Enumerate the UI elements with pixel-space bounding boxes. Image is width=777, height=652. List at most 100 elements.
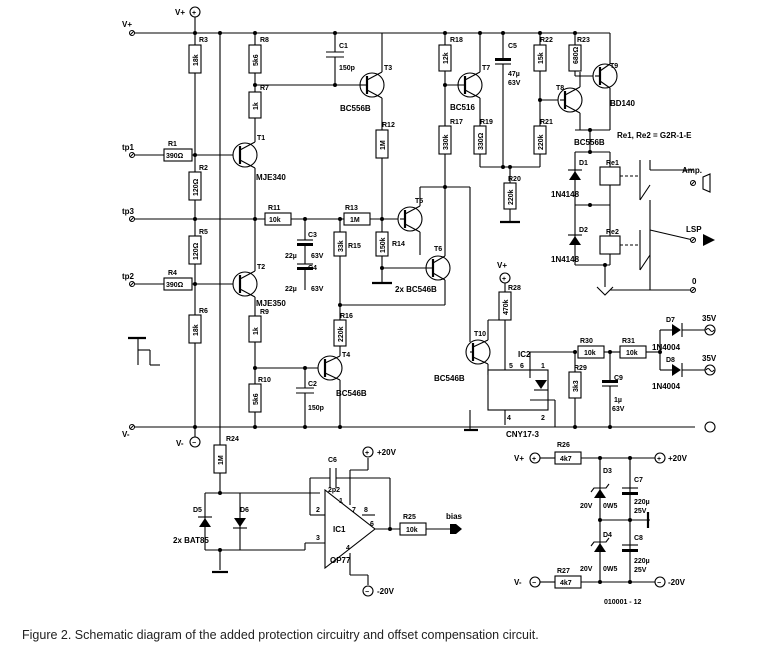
label-r9: R9: [260, 309, 269, 316]
label-vplus-r28: V+: [497, 261, 507, 270]
label-c9-v: 63V: [612, 406, 625, 413]
label-r15: R15: [348, 243, 361, 250]
svg-text:220k: 220k: [538, 134, 545, 150]
label-r19: R19: [480, 119, 493, 126]
svg-text:18k: 18k: [193, 324, 200, 336]
svg-text:4k7: 4k7: [560, 456, 572, 463]
svg-text:−: −: [532, 580, 536, 587]
svg-text:4k7: 4k7: [560, 580, 572, 587]
label-2x-bc546b: 2x BC546B: [395, 285, 437, 294]
label-r26: R26: [557, 442, 570, 449]
label-1n4148-d2: 1N4148: [551, 255, 580, 264]
label-d4: D4: [603, 532, 612, 539]
label-r16: R16: [340, 313, 353, 320]
label-c3-val: 22µ: [285, 253, 297, 260]
label-vplus-top: V+: [175, 8, 185, 17]
label-r29: R29: [574, 365, 587, 372]
label-r4: R4: [168, 270, 177, 277]
svg-text:−: −: [365, 589, 369, 596]
label-c2-val: 150p: [308, 405, 324, 412]
label-r23: R23: [577, 37, 590, 44]
label-r28: R28: [508, 285, 521, 292]
label-vminus-bottom: V-: [514, 578, 522, 587]
label-d8: D8: [666, 357, 675, 364]
label-r11: R11: [268, 205, 281, 212]
svg-text:10k: 10k: [269, 217, 281, 224]
label-tp2: tp2: [122, 272, 135, 281]
label-tp1: tp1: [122, 143, 135, 152]
label-2x-bat85: 2x BAT85: [173, 536, 209, 545]
label-c5-v: 63V: [508, 80, 521, 87]
label-r24: R24: [226, 436, 239, 443]
label-ic1: IC1: [333, 525, 346, 534]
label-c3: C3: [308, 232, 317, 239]
label-t7: T7: [482, 65, 490, 72]
label-ic1-pin7: 7: [352, 507, 356, 514]
label-c1-val: 150p: [339, 65, 355, 72]
label-ic1-pin2: 2: [316, 507, 320, 514]
label-r12: R12: [382, 122, 395, 129]
label-d4-p: 0W5: [603, 566, 618, 573]
figure-caption: Figure 2. Schematic diagram of the added…: [22, 628, 539, 642]
svg-text:1k: 1k: [253, 327, 260, 335]
label-mje350: MJE350: [256, 299, 286, 308]
label-c7-v: 25V: [634, 508, 647, 515]
label-c4-v: 63V: [311, 286, 324, 293]
label-r30: R30: [580, 338, 593, 345]
label-lsp: LSP: [686, 225, 702, 234]
svg-text:680Ω: 680Ω: [573, 46, 580, 64]
label-relay-spec: Re1, Re2 = G2R-1-E: [617, 131, 692, 140]
svg-text:+: +: [532, 456, 536, 463]
label-c9: C9: [614, 375, 623, 382]
label-bd140: BD140: [610, 99, 635, 108]
label-35v-bot: 35V: [702, 354, 717, 363]
label-op77: OP77: [330, 556, 351, 565]
label-c1: C1: [339, 43, 348, 50]
label-ic2: IC2: [518, 350, 531, 359]
label-p20-ic1: +20V: [377, 448, 397, 457]
label-ic1-pin3: 3: [316, 535, 320, 542]
label-cny17: CNY17-3: [506, 430, 539, 439]
label-ic1-pin4: 4: [346, 545, 350, 552]
svg-text:10k: 10k: [406, 527, 418, 534]
svg-text:390Ω: 390Ω: [166, 282, 184, 289]
svg-text:12k: 12k: [443, 52, 450, 64]
svg-text:+: +: [502, 276, 506, 283]
label-t9: T9: [610, 63, 618, 70]
label-r1: R1: [168, 141, 177, 148]
label-t6: T6: [434, 246, 442, 253]
label-d5: D5: [193, 507, 202, 514]
label-bc556b-t8: BC556B: [574, 138, 605, 147]
svg-text:120Ω: 120Ω: [193, 242, 200, 260]
label-tp3: tp3: [122, 207, 135, 216]
svg-text:1M: 1M: [350, 217, 360, 224]
label-zero: 0: [692, 277, 697, 286]
label-c8-val: 220µ: [634, 558, 650, 565]
svg-text:330k: 330k: [443, 134, 450, 150]
label-r20: R20: [508, 176, 521, 183]
label-r27: R27: [557, 568, 570, 575]
svg-text:10k: 10k: [626, 350, 638, 357]
svg-text:220k: 220k: [338, 326, 345, 342]
label-ic1-pin8: 8: [364, 507, 368, 514]
label-bc556b-t3: BC556B: [340, 104, 371, 113]
label-bc546b-t10: BC546B: [434, 374, 465, 383]
label-re1: Re1: [606, 160, 619, 167]
svg-text:220k: 220k: [508, 189, 515, 205]
label-r22: R22: [540, 37, 553, 44]
svg-text:120Ω: 120Ω: [193, 178, 200, 196]
label-bias: bias: [446, 512, 463, 521]
label-r8: R8: [260, 37, 269, 44]
svg-text:−: −: [192, 440, 196, 447]
label-ic2-pin6: 6: [520, 363, 524, 370]
label-c5: C5: [508, 43, 517, 50]
label-1n4004-d7: 1N4004: [652, 343, 681, 352]
svg-text:+: +: [365, 450, 369, 457]
svg-text:3k3: 3k3: [573, 380, 580, 392]
label-r2: R2: [199, 165, 208, 172]
label-d3-p: 0W5: [603, 503, 618, 510]
label-t10: T10: [474, 331, 486, 338]
label-mje340: MJE340: [256, 173, 286, 182]
label-vminus-mid: V-: [176, 439, 184, 448]
label-m20-ic1: -20V: [377, 587, 395, 596]
